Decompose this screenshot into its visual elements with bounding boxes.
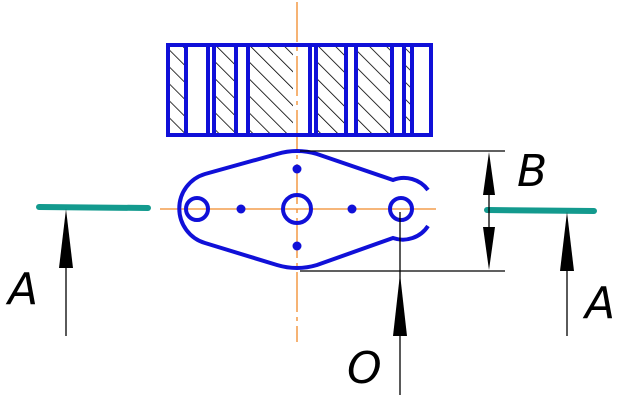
dimension-arrows	[483, 152, 495, 270]
hatch-strip-3	[248, 47, 293, 133]
section-line-left	[36, 204, 151, 211]
section-line-right	[484, 207, 597, 214]
label-section-left: A	[5, 264, 38, 315]
section-lines	[36, 204, 597, 214]
left-hole	[184, 196, 210, 222]
label-dimension-b: B	[517, 146, 547, 197]
hatch-strip-2	[214, 47, 236, 133]
plate-dots	[236, 164, 357, 251]
arrow-left-head	[59, 209, 73, 268]
arrow-o-head	[393, 274, 407, 336]
view-arrows	[59, 209, 574, 395]
hatch-strip-6	[404, 47, 412, 133]
top-section-view	[166, 43, 433, 137]
center-hole	[281, 193, 313, 225]
hatch-strip-1	[170, 47, 186, 133]
plate-outline	[177, 149, 430, 270]
label-origin: O	[347, 343, 382, 394]
hatch-strip-4	[316, 47, 346, 133]
arrow-right-head	[560, 212, 574, 271]
right-hole	[388, 196, 414, 222]
label-section-right: A	[582, 278, 615, 329]
hatch-strip-5	[356, 47, 392, 133]
lever-plate-view	[177, 149, 430, 270]
dimension-b	[300, 150, 505, 272]
